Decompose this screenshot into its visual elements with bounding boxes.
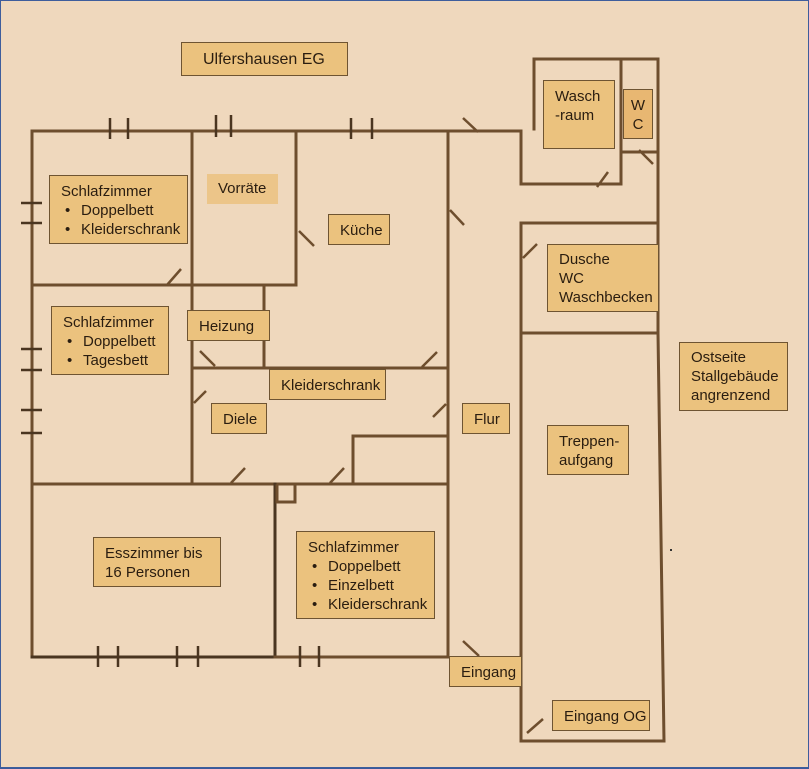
room-item: Kleiderschrank: [308, 595, 434, 614]
door-mark: [432, 403, 447, 418]
room-name-line: C: [632, 116, 644, 133]
room-label-heizung: Heizung: [187, 310, 270, 341]
room-name-line: -raum: [555, 107, 595, 124]
room-label-vorraete: Vorräte: [207, 174, 278, 204]
door-mark: [421, 351, 438, 368]
stray-dot: [670, 549, 672, 551]
room-name: Schlafzimmer: [61, 183, 152, 200]
wall: [275, 484, 297, 504]
room-label-kueche: Küche: [328, 214, 390, 245]
door-mark: [595, 171, 610, 188]
door-mark: [329, 467, 345, 484]
room-item: Doppelbett: [61, 201, 187, 220]
room-label-eingang: Eingang: [449, 656, 522, 687]
room-label-diele: Diele: [211, 403, 267, 434]
room-name: Schlafzimmer: [63, 314, 154, 331]
room-name-line: Dusche: [559, 251, 610, 268]
room-label-schlafzimmer-3: Schlafzimmer DoppelbettEinzelbettKleider…: [296, 531, 435, 619]
room-item: Tagesbett: [63, 351, 168, 370]
annotation-line: Ostseite: [691, 349, 747, 366]
door-mark: [462, 117, 479, 133]
room-name-line: aufgang: [559, 452, 614, 469]
annotation-line: angrenzend: [691, 387, 771, 404]
room-name-line: W: [630, 97, 646, 114]
annotation-ostseite: Ostseite Stallgebäude angrenzend: [679, 342, 788, 411]
room-label-waschraum: Wasch -raum: [543, 80, 615, 149]
room-label-kleiderschrank: Kleiderschrank: [269, 369, 386, 400]
door-mark: [522, 243, 538, 259]
door-mark: [298, 230, 315, 247]
room-label-schlafzimmer-1: Schlafzimmer DoppelbettKleiderschrank: [49, 175, 188, 244]
wall: [519, 57, 623, 186]
room-label-eingang-og: Eingang OG: [552, 700, 650, 731]
room-label-schlafzimmer-2: Schlafzimmer DoppelbettTagesbett: [51, 306, 169, 375]
door-mark: [193, 390, 207, 404]
room-item: Doppelbett: [63, 332, 168, 351]
room-name-line: Wasch: [555, 88, 601, 105]
door-mark: [526, 718, 544, 734]
wall: [619, 57, 660, 225]
room-name-line: 16 Personen: [105, 564, 191, 581]
room-label-treppenaufgang: Treppen- aufgang: [547, 425, 629, 475]
room-name: Schlafzimmer: [308, 539, 399, 556]
room-item: Einzelbett: [308, 576, 434, 595]
door-mark: [230, 467, 246, 484]
room-label-flur: Flur: [462, 403, 510, 434]
room-name-line: WC: [559, 270, 584, 287]
wall: [656, 331, 666, 743]
plan-title: Ulfershausen EG: [181, 42, 348, 76]
door-mark: [199, 350, 216, 367]
door-mark: [462, 640, 480, 657]
room-name-line: Esszimmer bis: [105, 545, 203, 562]
room-item: Doppelbett: [308, 557, 434, 576]
room-name-line: Treppen-: [559, 433, 620, 450]
room-name-line: Waschbecken: [559, 289, 653, 306]
annotation-line: Stallgebäude: [691, 368, 779, 385]
room-label-wc: W C: [623, 89, 653, 139]
room-label-bad: Dusche WC Waschbecken: [547, 244, 659, 312]
door-mark: [166, 268, 182, 286]
room-label-esszimmer: Esszimmer bis 16 Personen: [93, 537, 221, 587]
door-mark: [638, 149, 654, 165]
room-item: Kleiderschrank: [61, 220, 187, 239]
door-mark: [449, 209, 465, 226]
